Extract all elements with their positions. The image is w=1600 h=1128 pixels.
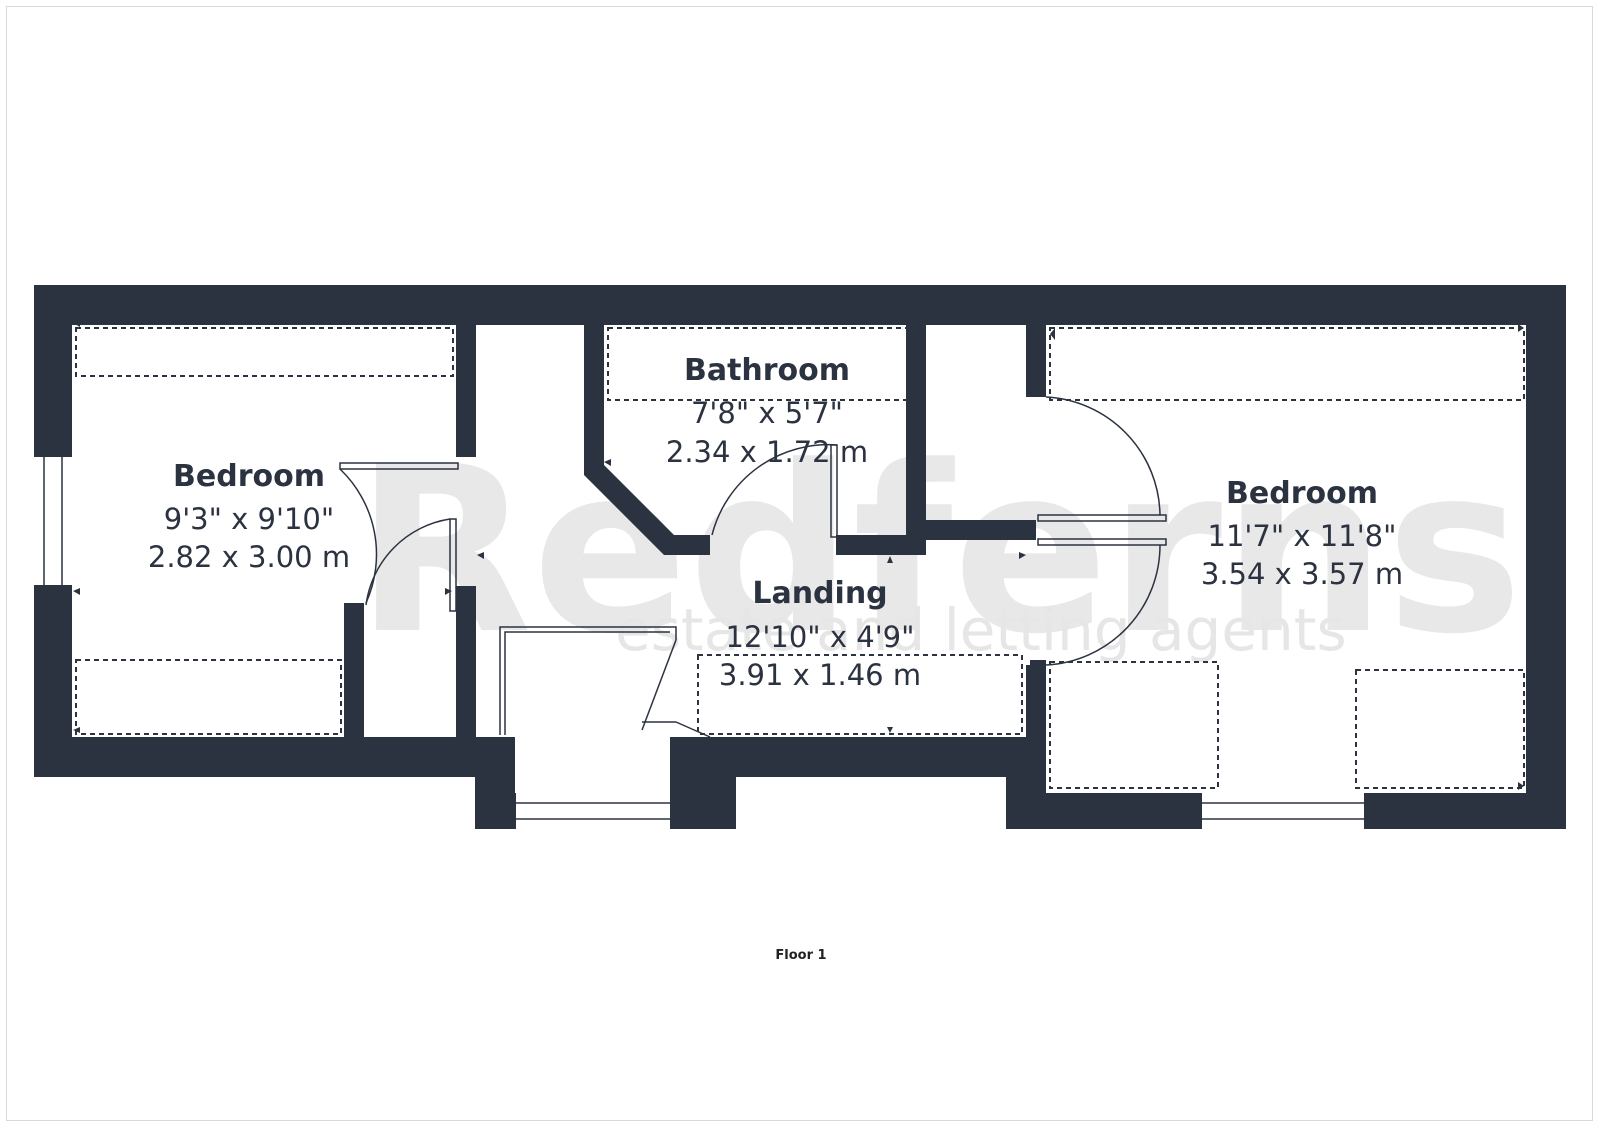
room-dimension-imperial: 11'7" x 11'8": [1208, 519, 1397, 553]
room-name: Bedroom: [173, 459, 325, 494]
room-dimension-imperial: 7'8" x 5'7": [691, 396, 843, 430]
room-dimension-metric: 2.34 x 1.72 m: [666, 435, 868, 469]
watermark-tagline: estate and letting agents: [615, 596, 1347, 664]
doors: [339, 396, 1167, 738]
watermark-brand: Redferns: [355, 418, 1523, 685]
room-bedroom-left: Bedroom 9'3" x 9'10" 2.82 x 3.00 m: [148, 459, 350, 574]
room-bathroom: Bathroom 7'8" x 5'7" 2.34 x 1.72 m: [666, 353, 868, 469]
room-dimension-imperial: 9'3" x 9'10": [164, 502, 334, 536]
walls: [34, 285, 1566, 829]
room-dimension-metric: 3.91 x 1.46 m: [719, 658, 921, 692]
room-landing: Landing 12'10" x 4'9" 3.91 x 1.46 m: [719, 576, 921, 692]
room-dimension-imperial: 12'10" x 4'9": [726, 620, 915, 654]
room-name: Bathroom: [684, 353, 850, 388]
room-dimension-metric: 3.54 x 3.57 m: [1201, 557, 1403, 591]
room-name: Bedroom: [1226, 476, 1378, 511]
floor-label: Floor 1: [775, 948, 826, 963]
watermark: Redferns estate and letting agents: [355, 418, 1523, 685]
page-frame: [6, 6, 1593, 1121]
measurement-guides: [73, 320, 1525, 790]
room-name: Landing: [752, 576, 887, 611]
room-bedroom-right: Bedroom 11'7" x 11'8" 3.54 x 3.57 m: [1201, 476, 1403, 591]
room-dimension-metric: 2.82 x 3.00 m: [148, 540, 350, 574]
windows: [34, 457, 1364, 829]
